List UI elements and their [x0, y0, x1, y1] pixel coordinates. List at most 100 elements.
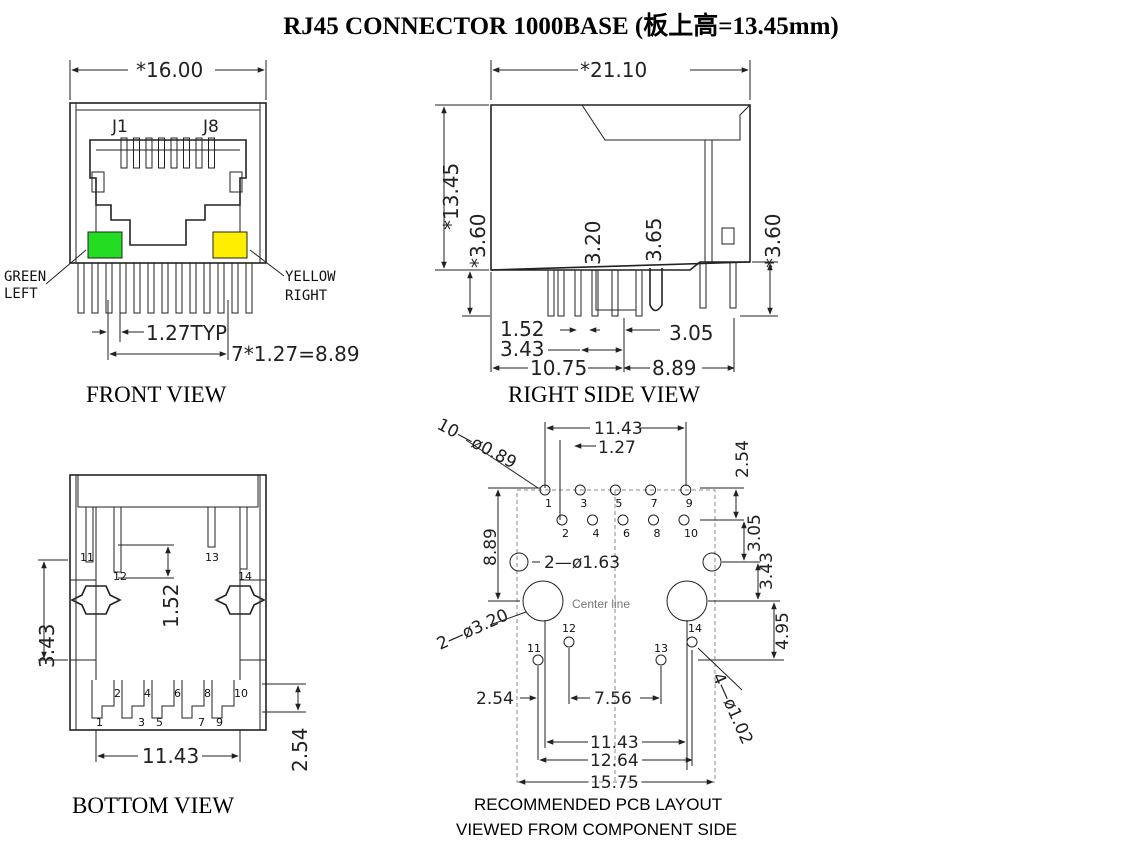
pcb-pin-number: 10 [684, 527, 698, 540]
page-title: RJ45 CONNECTOR 1000BASE (板上高=13.45mm) [283, 13, 839, 40]
side-dim-152: 1.52 [500, 317, 545, 341]
pcb-pin-12: 12 [562, 622, 576, 635]
bottom-dim-1143: 11.43 [142, 744, 199, 768]
pcb-dim-305: 3.05 [745, 514, 765, 552]
pcb-signal-hole [609, 484, 621, 496]
side-lead [557, 269, 565, 317]
front-lead [147, 262, 155, 314]
pcb-signal-hole [645, 484, 657, 496]
front-lead [91, 262, 99, 314]
pcb-signal-hole [678, 514, 690, 526]
front-lead [203, 262, 211, 314]
front-pitch-dim: 1.27TYP [146, 321, 227, 345]
pcb-shield-hole-13 [655, 654, 667, 666]
bottom-pin-number: 6 [174, 687, 181, 700]
side-left-dim: *3.60 [466, 213, 490, 268]
side-lead [547, 269, 555, 317]
bottom-pin-number: 8 [204, 687, 211, 700]
side-boss [595, 269, 637, 311]
bottom-view-caption: BOTTOM VIEW [72, 793, 234, 818]
front-lead [119, 262, 127, 314]
bottom-peg-left [70, 585, 122, 615]
pcb-signal-hole [648, 514, 659, 526]
pcb-pin-number: 2 [562, 527, 569, 540]
bottom-pin-number: 5 [156, 716, 163, 729]
pcb-pin-11: 11 [527, 642, 541, 655]
front-lead [133, 262, 141, 314]
side-lead [729, 261, 737, 309]
front-lead [175, 262, 183, 314]
bottom-pin-number: 1 [96, 716, 103, 729]
bottom-peg-right [214, 585, 266, 615]
bottom-pin-14: 14 [238, 570, 252, 583]
side-dim-343: 3.43 [500, 337, 545, 361]
pcb-dim-1143-bottom: 11.43 [590, 733, 639, 753]
front-contact [158, 137, 165, 169]
side-dim-305: 3.05 [669, 321, 714, 345]
front-contact [183, 137, 190, 169]
front-contact [170, 137, 178, 169]
right-label: RIGHT [285, 288, 328, 304]
side-dim-889: 8.89 [652, 356, 697, 380]
yellow-label: YELLOW [285, 269, 336, 285]
side-shield-lead [649, 268, 663, 312]
front-contact [133, 137, 140, 169]
yellow-led [212, 231, 248, 259]
front-j1-label: J1 [111, 117, 128, 137]
front-span-dim: 7*1.27=8.89 [231, 342, 360, 366]
pcb-pin-number: 4 [593, 527, 600, 540]
pcb-dim-1143-top: 11.43 [594, 419, 643, 439]
pcb-peg-hole-right [702, 552, 722, 572]
pcb-big-label: 2—ø3.20 [434, 605, 512, 654]
pcb-pin-13: 13 [654, 642, 668, 655]
pcb-dim-343: 3.43 [757, 552, 777, 590]
pcb-dim-254-right: 2.54 [733, 440, 753, 478]
pcb-dim-127: 1.27 [598, 438, 636, 458]
front-lead [189, 262, 197, 314]
green-led [87, 231, 123, 259]
pcb-caption-2: VIEWED FROM COMPONENT SIDE [456, 820, 737, 839]
pcb-pin-number: 7 [651, 497, 658, 510]
side-mid-dim-2: 3.65 [642, 217, 666, 262]
pcb-pin-number: 3 [580, 497, 587, 510]
front-lead [231, 262, 239, 314]
side-lead [635, 269, 643, 317]
front-view-caption: FRONT VIEW [86, 382, 227, 407]
bottom-pin-slot [211, 680, 235, 719]
pcb-pegs-label: 2—ø1.63 [544, 553, 620, 573]
side-view-caption: RIGHT SIDE VIEW [508, 382, 700, 407]
bottom-pin-slot [121, 680, 145, 719]
front-view: *16.00 J1 J8 GREEN LEFT YELLOW RIGHT [4, 58, 360, 407]
bottom-pin-number: 10 [234, 687, 248, 700]
side-mid-dim-1: 3.20 [581, 220, 605, 265]
pcb-shield-hole-11 [532, 654, 544, 666]
bottom-pin-slot [181, 680, 205, 719]
front-contact [195, 137, 203, 169]
pcb-pin-number: 6 [623, 527, 630, 540]
bottom-pin-number: 9 [216, 716, 223, 729]
pcb-pin-number: 8 [654, 527, 661, 540]
front-j8-label: J8 [202, 117, 219, 137]
bottom-pin-11: 11 [80, 551, 94, 564]
pcb-signal-hole [574, 484, 586, 496]
center-line-note: Center line [572, 597, 630, 611]
pcb-pin-14: 14 [688, 622, 702, 635]
front-contacts [120, 137, 215, 169]
bottom-pin-number: 4 [144, 687, 151, 700]
side-height-dim: *13.45 [439, 163, 463, 230]
front-lead [161, 262, 169, 314]
bottom-dim-152: 1.52 [159, 583, 183, 628]
front-lead [77, 262, 85, 314]
pcb-pin-number: 5 [615, 497, 622, 510]
bottom-pin-slot [151, 680, 175, 719]
bottom-pin-number: 7 [198, 716, 205, 729]
pcb-caption-1: RECOMMENDED PCB LAYOUT [474, 795, 722, 814]
pcb-big-hole-right [666, 580, 708, 622]
pcb-dim-254-left: 2.54 [476, 689, 514, 709]
pcb-signal-hole [556, 514, 568, 526]
pcb-big-hole-left [522, 580, 564, 622]
side-lead [611, 269, 619, 317]
